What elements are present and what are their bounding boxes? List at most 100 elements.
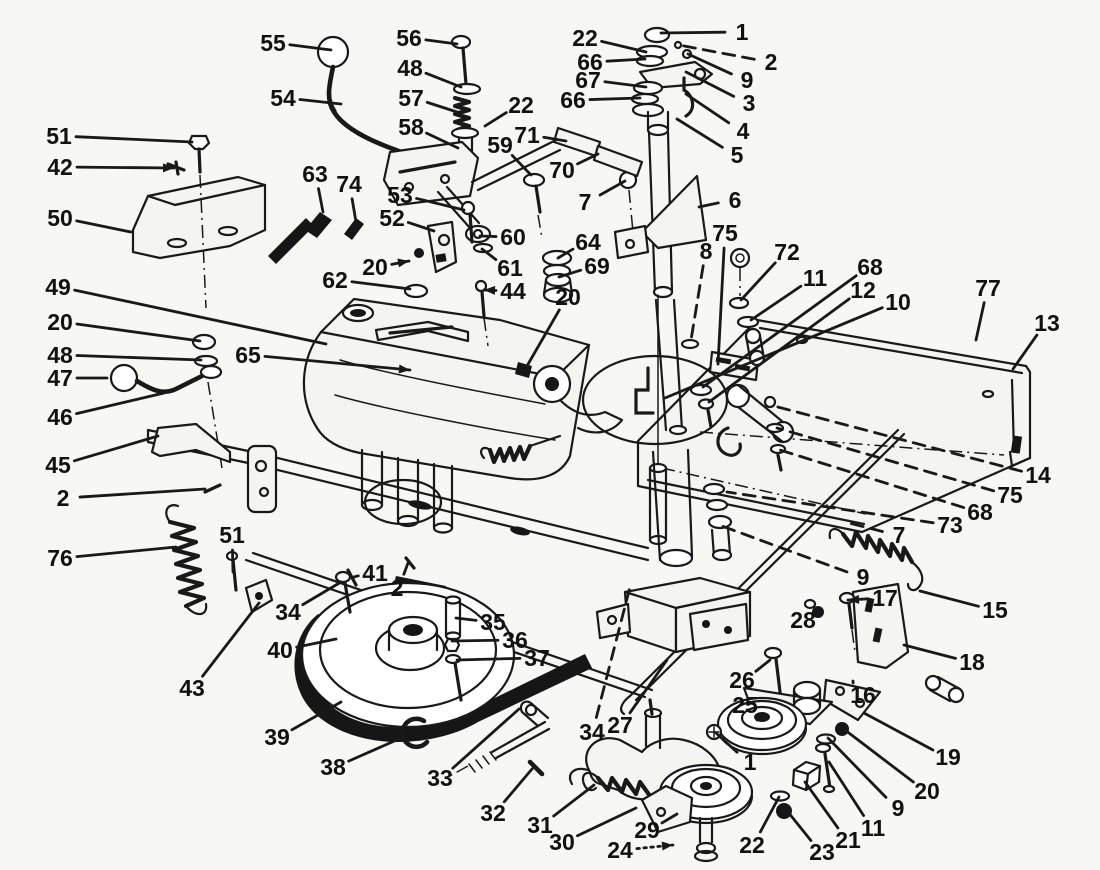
leader-arrowhead	[162, 163, 174, 173]
grommet-69-bottom	[542, 286, 574, 304]
ferrule-71	[552, 126, 602, 158]
part-number-label: 27	[607, 712, 633, 738]
part-number-label: 21	[835, 827, 861, 853]
callout-72-54: 72	[739, 239, 800, 302]
leader-line	[817, 611, 822, 616]
callout-22-42: 22	[572, 25, 648, 54]
mount-step-hole-a	[702, 620, 710, 628]
latch-lobe-a	[725, 383, 751, 409]
part-number-label: 13	[1034, 310, 1060, 336]
part-number-label: 42	[47, 154, 73, 180]
long-rod-hook	[620, 694, 632, 716]
callout-5-51: 5	[675, 117, 744, 168]
leader-line	[717, 523, 849, 574]
leader-line	[775, 426, 996, 493]
callout-19-71: 19	[862, 711, 961, 770]
bolt-51-shaft	[197, 147, 202, 174]
clutch-fork	[558, 398, 624, 434]
callout-29-84: 29	[634, 812, 679, 843]
slider-screw-a	[403, 181, 415, 193]
pulley-29-hub-hole	[700, 782, 712, 790]
latch-bolt-lower	[776, 453, 783, 472]
latch-bar	[736, 383, 785, 444]
bolt-53-shaft	[468, 212, 474, 244]
callout-57-23: 57	[398, 85, 459, 114]
leader-line	[78, 487, 207, 499]
bolt-44-shaft	[480, 290, 486, 318]
cap-62	[403, 283, 429, 299]
cable-33-tail	[445, 765, 469, 779]
callout-42-3: 42	[47, 154, 176, 180]
leader-line	[72, 434, 160, 463]
part-number-label: 9	[857, 564, 870, 590]
callout-9-48: 9	[686, 52, 753, 93]
leader-line	[628, 658, 669, 715]
part-number-label: 15	[982, 597, 1008, 623]
callout-56-21: 56	[396, 25, 459, 51]
lever-54-highlight	[329, 68, 337, 112]
washer-66-a	[635, 54, 665, 68]
spring-57	[452, 95, 472, 133]
spring-31	[595, 775, 653, 799]
springs	[165, 504, 924, 616]
leader-line	[660, 812, 679, 825]
stack-cylinder-end	[711, 548, 733, 562]
bracket-50-slot-a	[166, 237, 188, 249]
callout-18-69: 18	[902, 643, 985, 675]
callout-20-38: 20	[362, 254, 411, 280]
bolt-26-head	[763, 646, 783, 660]
link-19-b	[947, 686, 965, 704]
callout-76-14: 76	[47, 545, 178, 571]
callout-9-73: 9	[826, 736, 904, 821]
callout-22-25: 22	[483, 92, 534, 128]
spring-76	[167, 519, 207, 609]
part-number-label: 64	[575, 229, 601, 255]
bolt-59-head	[522, 172, 546, 188]
part-number-label: 63	[302, 161, 328, 187]
nut-20-black	[835, 722, 849, 736]
callout-23-76: 23	[786, 810, 835, 865]
gearbox-boss-1	[360, 448, 384, 507]
part-number-label: 68	[857, 254, 883, 280]
nut-28	[812, 606, 824, 618]
nut-28-cap	[803, 598, 817, 610]
rod-46-eyelet	[199, 364, 223, 380]
callout-13-60: 13	[1011, 310, 1060, 371]
part-number-label: 76	[47, 545, 73, 571]
idler-arm-16	[822, 678, 882, 722]
part-number-label: 1	[744, 749, 757, 775]
part-number-label: 2	[391, 575, 404, 601]
callout-6-41: 6	[697, 187, 741, 213]
callout-68-63: 68	[778, 448, 993, 525]
stack-washer-c	[707, 514, 733, 530]
leader-line	[75, 219, 133, 234]
bolt-59-shaft	[534, 184, 542, 214]
gearbox-rib-b	[334, 394, 556, 441]
leader-line	[478, 234, 498, 238]
frame-slot-b	[510, 526, 530, 536]
spring-15-hook	[828, 528, 924, 592]
part-number-label: 52	[379, 205, 405, 231]
leader-line	[295, 637, 338, 649]
cable-spring-hook	[480, 434, 562, 460]
bolt-34-left-head	[334, 570, 352, 584]
leader-line	[552, 783, 596, 818]
cable-guide-zrod	[634, 366, 655, 415]
idler-assembly	[716, 582, 965, 819]
pulley-25-ridge	[740, 705, 784, 731]
leader-line	[772, 404, 1023, 473]
deck-bottom-edge	[646, 478, 866, 526]
bolt-37-shaft	[453, 661, 463, 702]
turnbuckle-top	[648, 462, 668, 474]
knob-55	[316, 35, 350, 69]
cap-nut-1	[643, 26, 671, 44]
pulley-25-outer	[716, 696, 808, 752]
leader-line	[603, 80, 648, 89]
part-number-label: 50	[47, 205, 73, 231]
callout-2-47: 2	[677, 43, 777, 75]
callout-32-88: 32	[480, 767, 534, 826]
part-number-label: 75	[712, 220, 738, 246]
callout-67-44: 67	[575, 67, 648, 93]
part-number-label: 1	[736, 19, 749, 45]
